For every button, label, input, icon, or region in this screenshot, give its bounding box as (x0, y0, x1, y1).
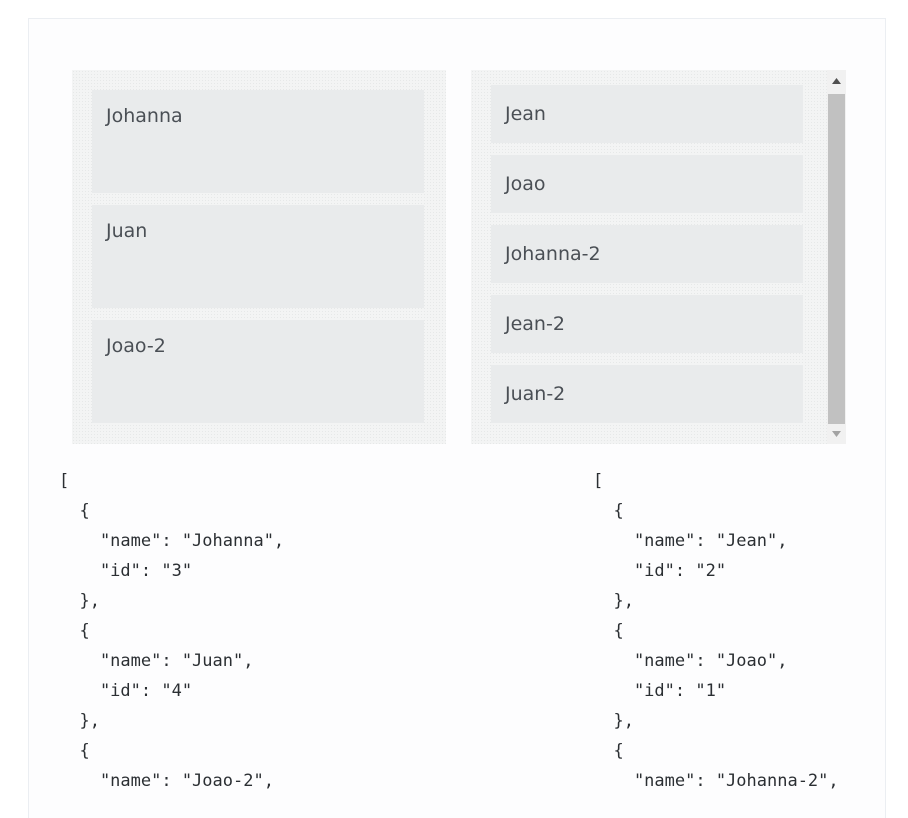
left-list-json-output: [ { "name": "Johanna", "id": "3" }, { "n… (59, 471, 285, 791)
list-item-jean-2[interactable]: Jean-2 (491, 295, 803, 353)
list-item-johanna[interactable]: Johanna (92, 90, 424, 193)
list-item-jean[interactable]: Jean (491, 85, 803, 143)
list-item-joao[interactable]: Joao (491, 155, 803, 213)
list-item-juan[interactable]: Juan (92, 205, 424, 308)
left-draggable-list: Johanna Juan Joao-2 (72, 70, 446, 444)
scroll-up-icon[interactable] (827, 72, 846, 89)
list-item-juan-2[interactable]: Juan-2 (491, 365, 803, 423)
right-draggable-list[interactable]: Jean Joao Johanna-2 Jean-2 Juan-2 (471, 70, 846, 444)
list-item-joao-2[interactable]: Joao-2 (92, 320, 424, 423)
list-item-johanna-2[interactable]: Johanna-2 (491, 225, 803, 283)
scroll-down-icon[interactable] (827, 425, 846, 442)
vertical-scrollbar[interactable] (827, 70, 846, 444)
right-list-json-output: [ { "name": "Jean", "id": "2" }, { "name… (593, 471, 839, 791)
scroll-thumb[interactable] (828, 94, 845, 424)
